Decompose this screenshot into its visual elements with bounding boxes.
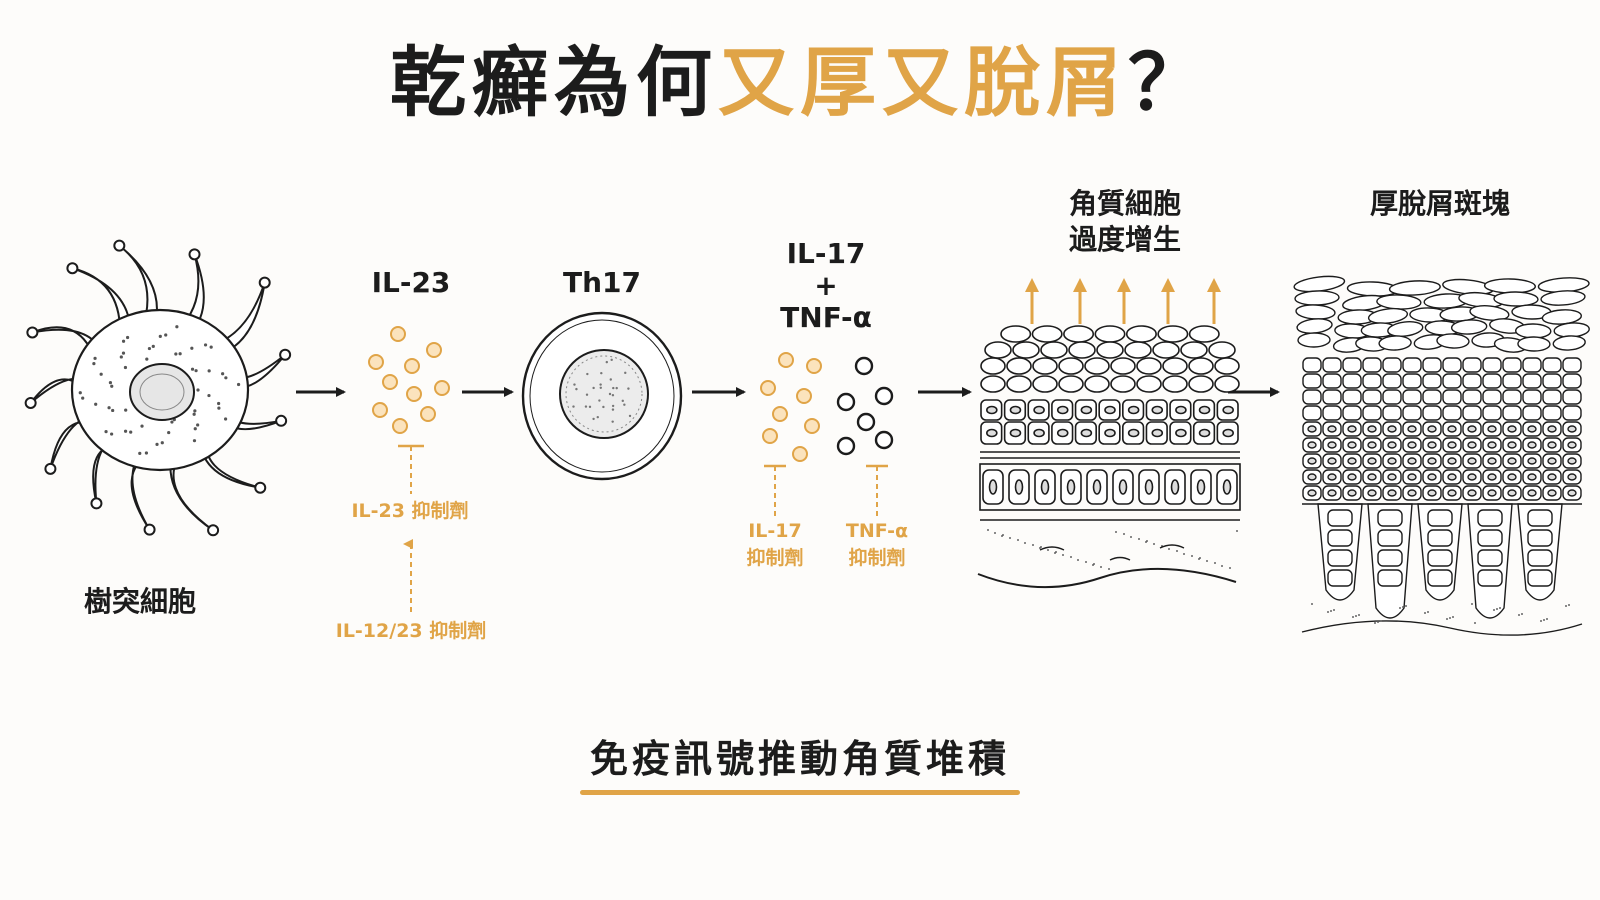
label-il17-inhibitor-line1: IL-17 <box>748 520 802 542</box>
title-dark: 乾癬為何 <box>390 38 718 127</box>
label-il23-inhibitor: IL-23 抑制劑 <box>351 500 469 522</box>
title-question-mark: ？ <box>1128 38 1210 127</box>
label-dendritic-cell: 樹突細胞 <box>83 585 196 618</box>
label-il1223-inhibitor: IL-12/23 抑制劑 <box>335 620 487 642</box>
th17-cell-illustration <box>521 311 683 481</box>
page-title: 乾癬為何又厚又脫屑？ <box>0 38 1600 128</box>
label-tnf-inhibitor-line2: 抑制劑 <box>848 547 906 569</box>
label-il17-inhibitor-line2: 抑制劑 <box>746 547 804 569</box>
dendritic-nucleus <box>129 363 195 421</box>
label-il23: IL-23 <box>371 266 451 299</box>
il17-particles <box>760 352 822 462</box>
title-highlight: 又厚又脫屑 <box>718 38 1128 127</box>
label-tnf-inhibitor-line1: TNF-α <box>845 520 909 542</box>
label-tnf: TNF-α <box>780 301 872 334</box>
keratinocyte-layers-illustration <box>977 278 1241 589</box>
label-il17: IL-17 <box>786 237 866 270</box>
label-keratinocyte-line1: 角質細胞 <box>1068 187 1181 220</box>
caption: 免疫訊號推動角質堆積 <box>589 737 1010 781</box>
caption-underline <box>580 790 1020 795</box>
label-plus: + <box>814 269 838 302</box>
label-plaque: 厚脫屑斑塊 <box>1369 187 1510 220</box>
plaque-illustration <box>1293 275 1590 636</box>
dendritic-cell-illustration <box>24 239 292 537</box>
label-th17: Th17 <box>563 266 641 299</box>
tnf-particles <box>836 356 894 456</box>
label-keratinocyte-line2: 過度增生 <box>1068 223 1181 256</box>
il23-particles <box>368 326 450 434</box>
